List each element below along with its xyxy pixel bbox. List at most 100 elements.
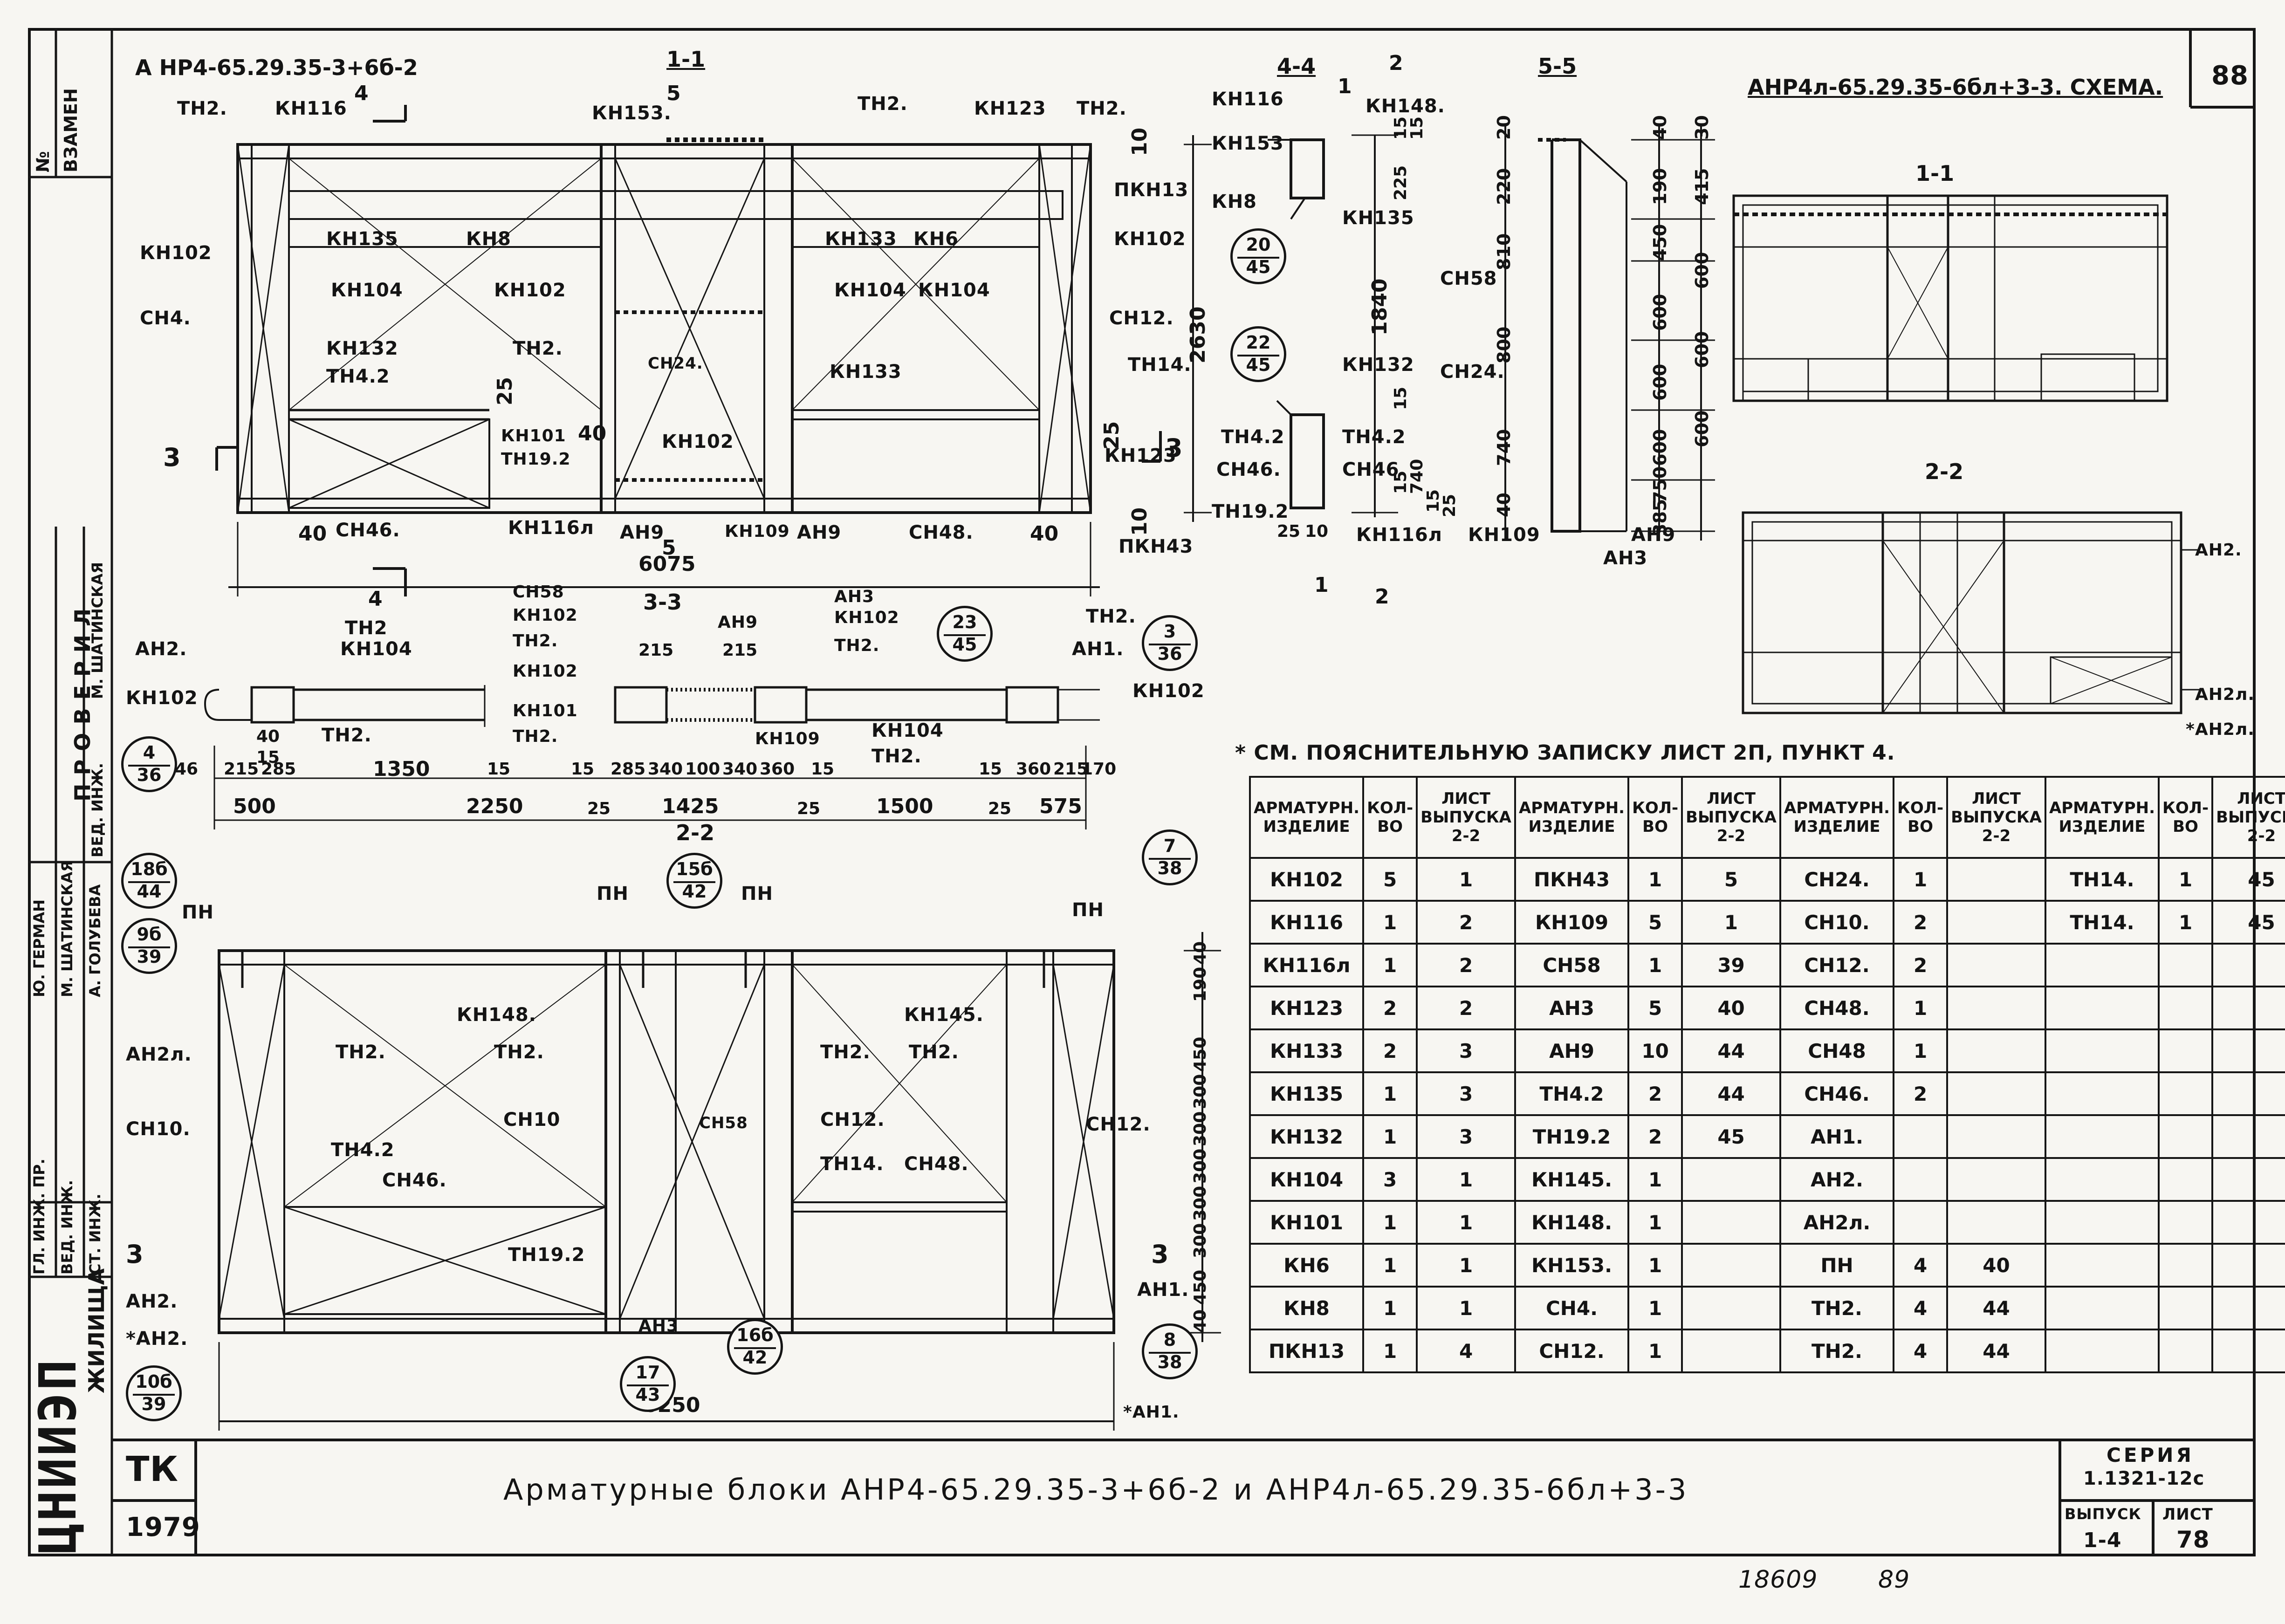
dim-55-right: 600 — [1650, 363, 1670, 401]
table-cell — [1893, 1114, 1949, 1159]
table-cell — [2211, 943, 2285, 987]
table-cell: 2 — [1893, 943, 1949, 987]
table-cell — [2211, 1028, 2285, 1073]
label: ТН2. — [513, 631, 558, 651]
label: ТН2. — [834, 636, 880, 655]
name-1: Ю. ГЕРМАН — [30, 899, 48, 997]
org-stamp-sub: ЖИЛИЩА — [84, 1268, 109, 1393]
dim-22: 300 — [1191, 1074, 1210, 1109]
label: АН1. — [1072, 638, 1124, 660]
table-cell — [2044, 1028, 2160, 1073]
specification-table: АРМАТУРН. ИЗДЕЛИЕ КОЛ-ВО ЛИСТ ВЫПУСКА 2-… — [1249, 776, 2285, 1373]
checked-name: М. ШАТИНСКАЯ — [89, 562, 106, 699]
label: КН104 — [331, 280, 403, 301]
label: СН10. — [126, 1118, 191, 1140]
top-box-no: № — [33, 151, 53, 172]
label: КН102 — [126, 687, 198, 709]
list-value: 78 — [2176, 1526, 2210, 1553]
table-cell: 44 — [1681, 1071, 1781, 1116]
dim-33: 215 — [224, 760, 259, 779]
year: 1979 — [126, 1512, 200, 1542]
label: КН116л — [1356, 524, 1442, 546]
table-header-item: АРМАТУРН. ИЗДЕЛИЕ — [2044, 776, 2160, 859]
label: ТН2. — [494, 1042, 544, 1063]
table-cell: 1 — [1627, 1286, 1683, 1330]
dim-33-top: 215 — [722, 641, 758, 660]
label: КН6 — [913, 228, 959, 250]
table-cell: 5 — [1627, 986, 1683, 1030]
dim-22: 300 — [1191, 1185, 1210, 1221]
dim-55-far: 600 — [1692, 331, 1712, 368]
dim-44-b: 10 — [1305, 522, 1329, 541]
label: КН104 — [340, 638, 412, 660]
label: АН3 — [1603, 548, 1648, 569]
section-4-4 — [1268, 134, 1398, 517]
dim-55-right: 750 — [1650, 466, 1670, 503]
table-cell: 45 — [2211, 857, 2285, 902]
dim-44: 15 — [1391, 386, 1410, 410]
cut-mark: 4 — [368, 587, 383, 611]
label: КН102 — [1114, 228, 1186, 250]
dim-55-far: 600 — [1692, 410, 1712, 447]
table-cell — [1893, 1157, 1949, 1202]
table-cell — [1946, 1028, 2046, 1073]
label: СН12. — [820, 1109, 885, 1131]
cut-mark: 5 — [666, 82, 681, 105]
table-cell: 1 — [1627, 1200, 1683, 1245]
label: СН24. — [1440, 361, 1505, 383]
label: КН109 — [1468, 524, 1540, 546]
dim-33: 15 — [811, 760, 835, 779]
table-cell — [2158, 943, 2214, 987]
label: КН123 — [1105, 445, 1177, 466]
table-cell — [1681, 1200, 1781, 1245]
table-header-sheet: ЛИСТ ВЫПУСКА 2-2 — [1416, 776, 1516, 859]
dim-22: 300 — [1191, 1223, 1210, 1258]
table-cell: 1 — [1362, 1243, 1418, 1288]
heading-section-4-4: 4-4 — [1277, 54, 1316, 79]
table-cell: АН2. — [1779, 1157, 1895, 1202]
table-cell: 4 — [1893, 1286, 1949, 1330]
footer-page: 89 — [1878, 1566, 1910, 1594]
dim-33: 15 — [487, 760, 511, 779]
table-cell: КН109 — [1514, 900, 1630, 945]
dim-33: 25 — [587, 799, 611, 818]
table-cell: 40 — [1681, 986, 1781, 1030]
sheet-number: 88 — [2211, 61, 2249, 91]
table-cell — [2211, 1200, 2285, 1245]
label: КН109 — [725, 522, 790, 541]
series-label: СЕРИЯ — [2107, 1444, 2194, 1466]
table-cell: ТН14. — [2044, 900, 2160, 945]
table-cell: 45 — [1681, 1114, 1781, 1159]
table-cell — [1946, 986, 2046, 1030]
table-cell — [1681, 1243, 1781, 1288]
table-cell — [1946, 857, 2046, 902]
table-cell: ТН14. — [2044, 857, 2160, 902]
label: ТН4.2 — [331, 1139, 395, 1161]
label: КН8 — [466, 228, 512, 250]
dim-55-right: 40 — [1650, 115, 1670, 140]
heading-block2: АНР4л-65.29.35-6бл+3-3. СХЕМА. — [1748, 75, 2163, 100]
dim-55-far: 600 — [1692, 252, 1712, 289]
table-cell: 44 — [1681, 1028, 1781, 1073]
table-cell: 2 — [1416, 986, 1516, 1030]
section-5-5 — [1504, 126, 1715, 541]
dim-55-right: 600 — [1650, 429, 1670, 466]
table-cell — [2044, 943, 2160, 987]
label: СН46. — [336, 520, 400, 541]
label: ПН — [597, 883, 629, 905]
side-stamp-lines — [28, 28, 113, 1556]
table-cell — [2211, 1114, 2285, 1159]
table-cell — [2044, 1286, 2160, 1330]
table-cell: СН46. — [1779, 1071, 1895, 1116]
table-cell: КН101 — [1249, 1200, 1365, 1245]
label: КН102 — [140, 242, 212, 264]
table-cell — [1946, 943, 2046, 987]
label: ТН2. — [820, 1042, 871, 1063]
